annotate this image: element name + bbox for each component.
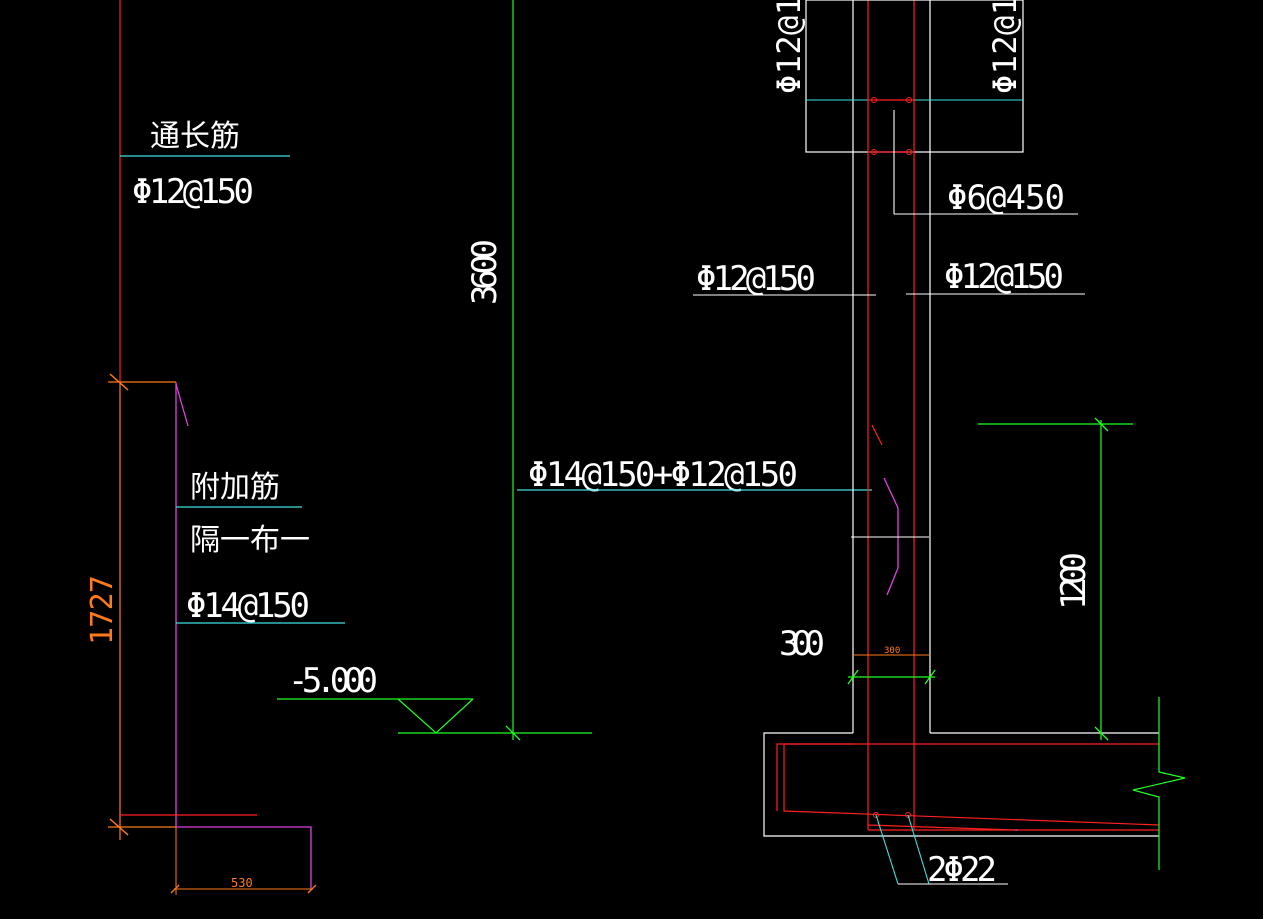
dim-tick-top <box>109 373 129 391</box>
additional-bar-hook <box>175 383 189 427</box>
wall-mid-left-spec: Φ12@150 <box>696 259 816 299</box>
wall-section: Φ12@1 Φ12@1 Φ6@450 Φ12@150 Φ12@150 300 3… <box>693 0 1186 890</box>
additional-bar-title: 附加筋 <box>190 470 280 505</box>
tie-spec: Φ6@450 <box>947 178 1065 218</box>
wall-mid-right-spec: Φ12@150 <box>944 257 1064 297</box>
footing-outline <box>763 732 1159 837</box>
wall-additional-bar <box>883 477 899 596</box>
wall-top-left-spec: Φ12@1 <box>770 0 808 94</box>
elevation-triangle <box>397 698 474 734</box>
dim-3600: 3600 <box>465 239 505 305</box>
dim-tick-bottom <box>109 818 129 836</box>
combined-spec: Φ14@150+Φ12@150 <box>528 455 798 495</box>
wall-thickness: 300 <box>779 624 825 664</box>
dim-1727: 1727 <box>85 575 120 645</box>
bar-hook-bottom <box>176 826 312 890</box>
wall-thickness-small: 300 <box>884 646 900 656</box>
through-bar-title: 通长筋 <box>150 119 240 154</box>
bottom-bars: 2Φ22 <box>927 850 997 890</box>
through-bar-spec: Φ12@150 <box>132 172 254 212</box>
break-line <box>1132 697 1186 870</box>
alternate-note: 隔一布一 <box>190 523 310 558</box>
left-detail: 1727 530 通长筋 Φ12@150 附加筋 隔一布一 Φ14@150 -5… <box>85 0 592 895</box>
elevation-label: -5.000 <box>288 661 378 701</box>
dim-1200: 1200 <box>1054 552 1094 610</box>
dim-530: 530 <box>231 876 253 890</box>
height-dimension: 3600 <box>465 0 521 741</box>
additional-bar-spec: Φ14@150 <box>186 586 310 626</box>
wall-top-right-spec: Φ12@1 <box>986 0 1024 94</box>
